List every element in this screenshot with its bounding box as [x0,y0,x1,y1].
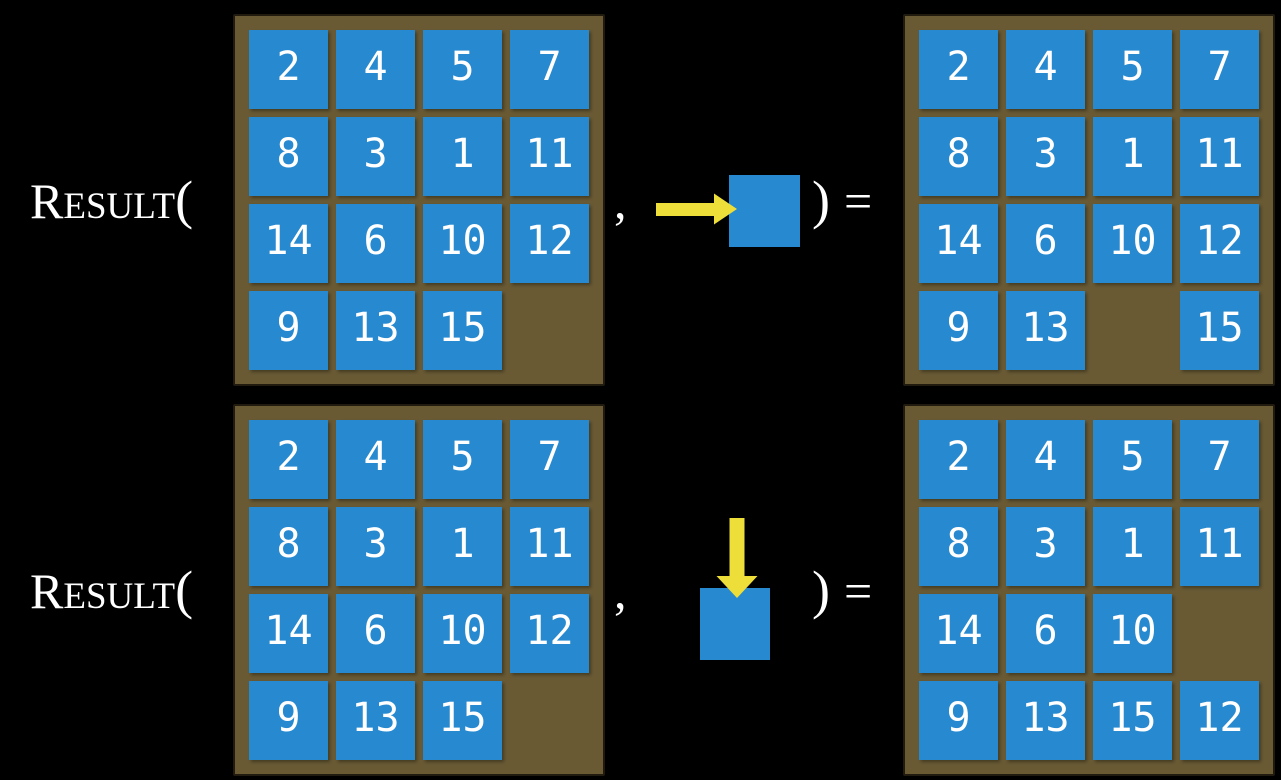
puzzle-tile-6: 6 [336,594,415,673]
result-function-label: RESULT( [30,563,193,622]
puzzle-tile-13: 13 [1006,681,1085,760]
puzzle-tile-3: 3 [1006,117,1085,196]
puzzle-tile-7: 7 [1180,420,1259,499]
result-label-smallcaps: ESULT [63,186,176,227]
puzzle-tile-13: 13 [336,681,415,760]
puzzle-tile-8: 8 [919,117,998,196]
close-paren: ) [812,560,830,620]
result-label-cap: R [30,173,64,229]
arrow-right-icon [656,193,737,225]
puzzle-tile-4: 4 [1006,420,1085,499]
puzzle-tile-9: 9 [919,291,998,370]
puzzle-tile-13: 13 [336,291,415,370]
empty-cell [1093,291,1172,370]
puzzle-tile-12: 12 [510,594,589,673]
result-label-cap: R [30,563,64,619]
empty-cell [510,291,589,370]
puzzle-tile-3: 3 [336,117,415,196]
puzzle-tile-7: 7 [510,30,589,109]
puzzle-tile-15: 15 [1180,291,1259,370]
puzzle-tile-10: 10 [423,594,502,673]
comma: , [614,173,627,229]
puzzle-tile-11: 11 [510,507,589,586]
equals-sign: = [843,173,873,229]
result-function-label: RESULT( [30,173,193,232]
puzzle-tile-8: 8 [919,507,998,586]
puzzle-tile-2: 2 [249,420,328,499]
puzzle-tile-11: 11 [1180,507,1259,586]
puzzle-tile-7: 7 [1180,30,1259,109]
puzzle-tile-15: 15 [423,291,502,370]
close-paren-equals: ) = [812,560,873,620]
puzzle-tile-11: 11 [510,117,589,196]
puzzle-tile-4: 4 [336,420,415,499]
empty-cell [510,681,589,760]
puzzle-tile-14: 14 [249,204,328,283]
puzzle-tile-15: 15 [423,681,502,760]
puzzle-tile-10: 10 [1093,204,1172,283]
puzzle-tile-4: 4 [336,30,415,109]
puzzle-tile-14: 14 [919,204,998,283]
puzzle-tile-1: 1 [1093,117,1172,196]
close-paren: ) [812,170,830,230]
puzzle-tile-12: 12 [510,204,589,283]
puzzle-tile-11: 11 [1180,117,1259,196]
puzzle-tile-4: 4 [1006,30,1085,109]
puzzle-tile-6: 6 [1006,204,1085,283]
puzzle-tile-6: 6 [1006,594,1085,673]
equals-sign: = [843,563,873,619]
puzzle-tile-8: 8 [249,117,328,196]
puzzle-tile-10: 10 [1093,594,1172,673]
puzzle-tile-5: 5 [423,30,502,109]
puzzle-tile-12: 12 [1180,681,1259,760]
puzzle-tile-9: 9 [919,681,998,760]
puzzle-tile-1: 1 [423,117,502,196]
puzzle-tile-14: 14 [249,594,328,673]
puzzle-tile-9: 9 [249,291,328,370]
action-blank-tile [700,588,770,660]
puzzle-tile-12: 12 [1180,204,1259,283]
puzzle-tile-13: 13 [1006,291,1085,370]
puzzle-tile-5: 5 [1093,30,1172,109]
puzzle-tile-10: 10 [423,204,502,283]
puzzle-tile-15: 15 [1093,681,1172,760]
puzzle-tile-2: 2 [249,30,328,109]
puzzle-tile-5: 5 [1093,420,1172,499]
puzzle-tile-6: 6 [336,204,415,283]
close-paren-equals: ) = [812,170,873,230]
result-label-smallcaps: ESULT [63,576,176,617]
arrow-down-icon [716,518,758,598]
puzzle-tile-3: 3 [336,507,415,586]
puzzle-tile-2: 2 [919,420,998,499]
puzzle-tile-8: 8 [249,507,328,586]
puzzle-tile-14: 14 [919,594,998,673]
puzzle-tile-9: 9 [249,681,328,760]
puzzle-tile-1: 1 [1093,507,1172,586]
puzzle-tile-1: 1 [423,507,502,586]
open-paren: ( [175,170,194,230]
puzzle-tile-7: 7 [510,420,589,499]
action-blank-tile [729,175,800,247]
comma: , [614,563,627,619]
open-paren: ( [175,560,194,620]
puzzle-tile-5: 5 [423,420,502,499]
puzzle-tile-2: 2 [919,30,998,109]
empty-cell [1180,594,1259,673]
puzzle-tile-3: 3 [1006,507,1085,586]
